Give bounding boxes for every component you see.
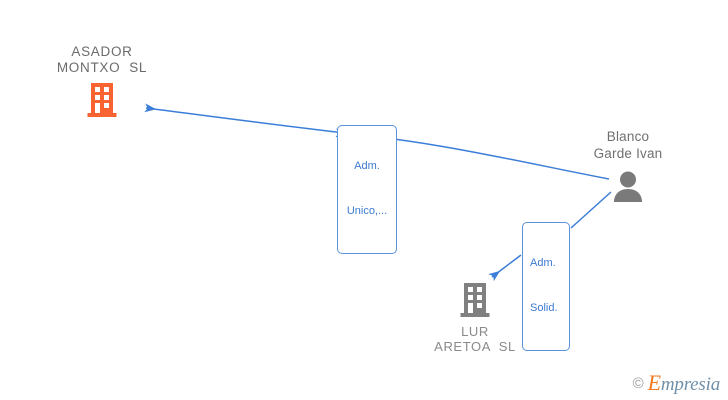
- edge-label-line1: Adm.: [354, 160, 380, 172]
- edge-label-adm-solid[interactable]: Adm. Solid.: [522, 222, 570, 351]
- node-label-line2: ARETOA SL: [434, 339, 516, 354]
- node-label-line2: MONTXO SL: [56, 60, 148, 75]
- brand-rest: mpresia: [660, 374, 720, 395]
- node-lur-aretoa-sl[interactable]: LUR ARETOA SL: [400, 282, 550, 354]
- node-blanco-garde-ivan[interactable]: Blanco Garde Ivan: [558, 128, 698, 202]
- building-icon[interactable]: [460, 282, 490, 318]
- edge-line-solid-tail: [488, 254, 522, 282]
- watermark: © Empresia: [632, 370, 721, 395]
- node-label-line2: Garde Ivan: [593, 146, 663, 161]
- brand-logo: Empresia: [647, 370, 721, 395]
- edge-label-line2: Unico,...: [346, 205, 388, 217]
- building-icon[interactable]: [87, 82, 117, 118]
- edge-label-line1: Adm.: [530, 257, 556, 269]
- edge-label-adm-unico[interactable]: Adm. Unico,...: [337, 125, 397, 254]
- node-asador-montxo-sl[interactable]: ASADOR MONTXO SL: [28, 44, 176, 118]
- node-label-line1: Blanco: [606, 129, 650, 144]
- copyright-icon: ©: [632, 374, 644, 392]
- node-label-line1: LUR: [461, 324, 489, 339]
- brand-initial: E: [647, 370, 661, 395]
- person-icon[interactable]: [611, 170, 645, 202]
- edge-line-solid: [570, 191, 612, 229]
- node-label-line1: ASADOR: [71, 44, 133, 59]
- edge-label-line2: Solid.: [530, 302, 558, 314]
